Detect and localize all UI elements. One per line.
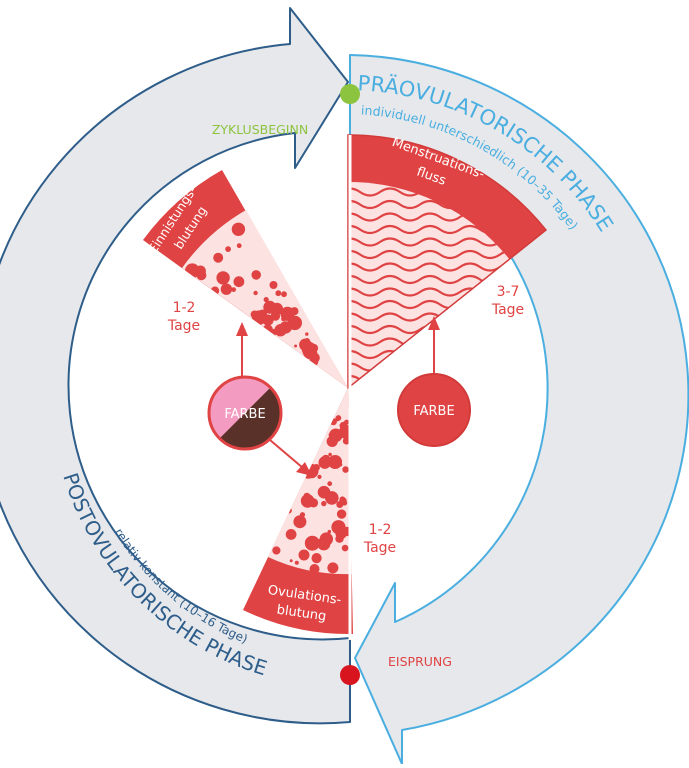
menstruation-duration-days: 3-7 <box>497 284 520 300</box>
color-badge-left-text: FARBE <box>224 407 265 422</box>
ovulation-duration-unit: Tage <box>363 540 396 556</box>
ovulation-event-label: EISPRUNG <box>388 654 452 669</box>
ovulation-label-line2: blutung <box>276 603 328 625</box>
preovulatory-arrow <box>349 54 689 765</box>
menstruation-duration-unit: Tage <box>491 302 524 318</box>
ovulation-bleeding-wedge <box>243 388 353 635</box>
right-badge-arrow <box>428 316 440 374</box>
ovulation-dot <box>340 665 360 685</box>
cycle-start-label: ZYKLUSBEGINN <box>212 122 308 137</box>
color-badge-red: FARBE <box>397 373 471 447</box>
postovulatory-arrow <box>0 7 351 725</box>
ovulation-duration-days: 1-2 <box>369 522 392 538</box>
cycle-start-dot <box>340 84 360 104</box>
implantation-duration-days: 1-2 <box>173 300 196 316</box>
left-badge-arrows <box>236 322 312 476</box>
color-badge-pink-brown: FARBE <box>207 375 283 451</box>
implantation-duration-unit: Tage <box>167 318 200 334</box>
color-badge-right-text: FARBE <box>413 404 454 419</box>
